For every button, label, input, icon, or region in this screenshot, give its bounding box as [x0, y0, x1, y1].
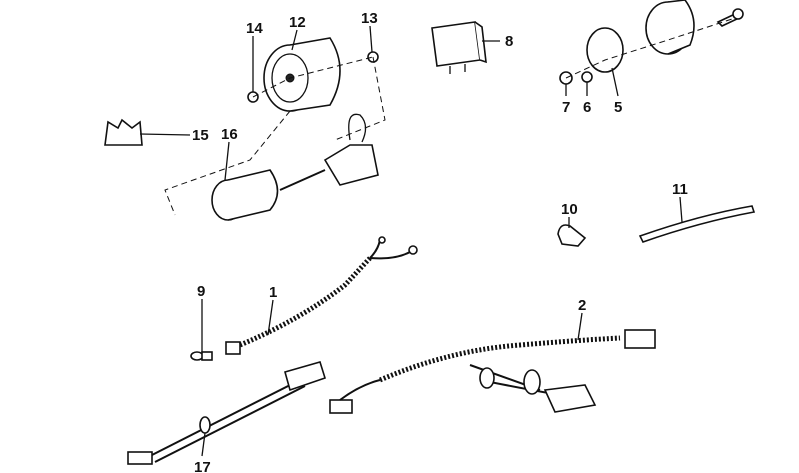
part-socket-right[interactable]: [645, 0, 695, 55]
callout-15: 15: [192, 127, 209, 144]
part-10-clamp[interactable]: [557, 224, 587, 247]
callout-1: 1: [269, 284, 277, 301]
leader-lines: [139, 25, 683, 457]
part-6-washer[interactable]: [581, 71, 593, 83]
part-11-cable-strap[interactable]: [638, 205, 756, 243]
part-screw[interactable]: [716, 8, 744, 27]
part-5-cover-plate[interactable]: [586, 27, 624, 73]
callout-2: 2: [578, 297, 586, 314]
callout-13: 13: [361, 10, 378, 27]
callout-10: 10: [561, 201, 578, 218]
callout-8: 8: [505, 33, 513, 50]
part-15-clip[interactable]: [104, 118, 143, 146]
callout-7: 7: [562, 99, 570, 116]
part-8-relay[interactable]: [431, 21, 487, 74]
part-2-wiring-harness[interactable]: [329, 329, 656, 414]
callout-9: 9: [197, 283, 205, 300]
callout-14: 14: [246, 20, 263, 37]
part-9-bulb[interactable]: [190, 351, 213, 361]
callout-12: 12: [289, 14, 306, 31]
part-1-wiring-harness[interactable]: [225, 236, 418, 355]
callout-6: 6: [583, 99, 591, 116]
callout-16: 16: [221, 126, 238, 143]
callout-17: 17: [194, 459, 211, 473]
part-12-socket-housing[interactable]: [263, 37, 341, 112]
callout-11: 11: [672, 181, 688, 198]
part-16-trailer-plug-cable[interactable]: [211, 113, 379, 221]
part-17-wiring-harness[interactable]: [127, 361, 326, 465]
callout-5: 5: [614, 99, 622, 116]
